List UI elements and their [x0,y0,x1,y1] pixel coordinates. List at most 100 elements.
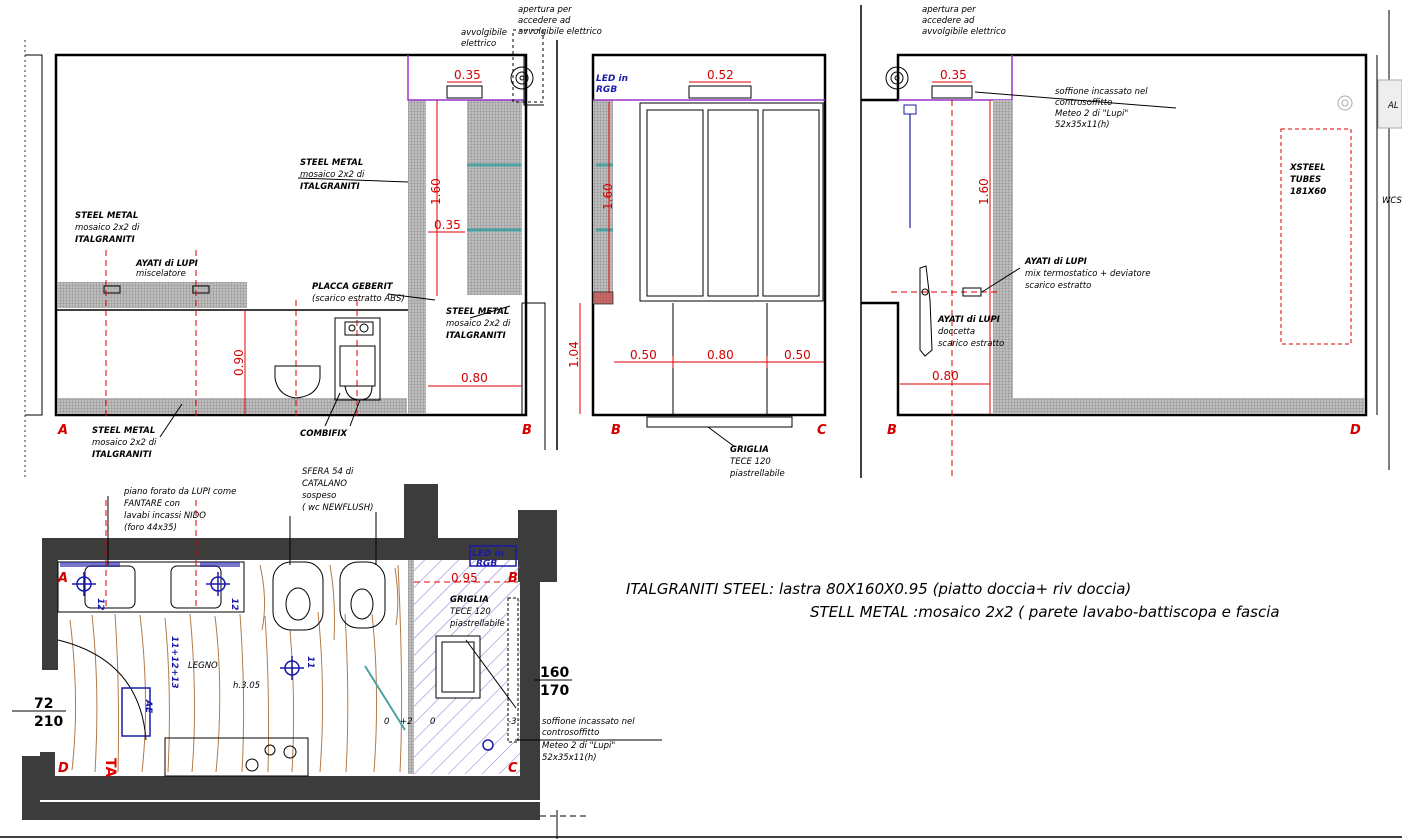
pillar-left [25,54,43,416]
dim-050-left: 0.50 [630,348,657,362]
grid-d-elev: D [1350,423,1361,438]
label-griglia-bc-3: piastrellabile [729,469,785,479]
label-steel-wall-2: mosaico 2x2 di [300,170,365,180]
label-elev-0: 0 [384,717,389,727]
dim-035-top: 0.35 [454,68,481,82]
label-steel-left-3: ITALGRANITI [75,235,135,245]
label-height: h.3.05 [233,681,260,691]
room-frame-ab [54,53,528,417]
label-sfera-4: ( wc NEWFLUSH) [302,503,373,513]
label-soffione-bd-2: controsoffitto [1055,98,1112,108]
wc-plan [272,561,324,631]
toilet-elevation [274,365,321,399]
label-ayati-doccetta-1: AYATI di LUPI [937,315,1000,325]
shower-mosaic [467,100,522,295]
wood-floor [69,564,403,773]
label-soffione-plan-4: 52x35x11(h) [542,753,597,763]
label-ayati-mix-2: mix termostatico + deviatore [1025,269,1150,279]
dim-080-bd: 0.80 [932,369,959,383]
dim-160-bc: 1.60 [601,183,615,210]
label-legno: LEGNO [188,661,218,671]
note-line-1: ITALGRANITI STEEL: lastra 80X160X0.95 (p… [626,580,1131,598]
label-combifix: COMBIFIX [300,429,348,439]
dim-095: 0.95 [451,571,478,585]
led-label-bc-2: RGB [596,85,617,95]
grid-a-plan: A [57,571,68,586]
label-ayati-2: miscelatore [136,269,186,279]
elevation-bc: LED in RGB 0.52 1.60 1.04 0.50 0.80 0.50… [567,53,827,479]
label-avvolgibile-1: avvolgibile [461,28,507,38]
led-label-plan-2: RGB [476,559,497,569]
door-width: 72 [34,696,53,712]
elevation-bd: apertura per accedere ad avvolgibile ele… [860,5,1402,480]
bidet-plan [339,561,386,629]
label-steel-shower-1: STEEL METAL [446,307,509,317]
grid-b-elev-ab: B [522,423,532,438]
label-piano-3: lavabi incassi NIDO [124,511,206,521]
grid-d-plan: D [58,761,69,776]
floor-mosaic [57,398,407,414]
edge-text-al: AL [1387,101,1399,111]
grid-b-elev-bd: B [887,423,897,438]
grid-c-plan: C [508,761,518,776]
mosaic-band [57,282,247,308]
label-ayati-doccetta-2: doccetta [938,327,975,337]
label-elev-0b: 0 [430,717,435,727]
label-xsteel-3: 181X60 [1290,187,1326,197]
label-piano-1: piano forato da LUPI come [123,487,236,497]
grid-b-plan: B [508,571,518,586]
label-steel-shower-2: mosaico 2x2 di [446,319,511,329]
label-11: 11 [305,656,315,669]
label-griglia-plan-2: TECE 120 [450,607,491,617]
label-xsteel-1: XSTEEL [1289,163,1326,173]
label-apertura-ab-3: avvolgibile elettrico [518,27,602,37]
label-codes: 11+12+13 [169,636,179,689]
dim-080-ab: 0.80 [461,371,488,385]
label-xsteel-2: TUBES [1290,175,1321,185]
cabinet [639,102,824,302]
label-soffione-plan-2: controsoffitto [542,728,599,738]
window-height: 170 [540,683,569,699]
label-apertura-bd-3: avvolgibile elettrico [922,27,1006,37]
label-steel-wall-3: ITALGRANITI [300,182,360,192]
dim-052: 0.52 [707,68,734,82]
label-piano-4: (foro 44x35) [124,523,177,533]
label-12b: 12 [229,598,239,611]
dim-080-bc: 0.80 [707,348,734,362]
label-griglia-plan-3: piastrellabile [449,619,505,629]
label-steel-floor-2: mosaico 2x2 di [92,438,157,448]
label-soffione-bd-1: soffione incassato nel [1055,87,1148,97]
label-steel-floor-3: ITALGRANITI [92,450,152,460]
label-ae: AE [143,699,153,714]
label-apertura-ab-1: apertura per [518,5,572,15]
dim-035-mid: 0.35 [434,218,461,232]
label-ayati-1: AYATI di LUPI [135,259,198,269]
label-steel-shower-3: ITALGRANITI [446,331,506,341]
label-apertura-bd-2: accedere ad [922,16,975,26]
label-elev-plus2: +2 [400,717,413,727]
grid-b-elev-bc: B [611,423,621,438]
plan-walls [40,484,557,800]
led-label-bc-1: LED in [596,74,628,84]
edge-text-wcs: WCS [1382,196,1402,206]
label-apertura-ab-2: accedere ad [518,16,571,26]
label-apertura-bd-1: apertura per [922,5,976,15]
led-label-plan-1: LED in [472,549,504,559]
label-steel-left-2: mosaico 2x2 di [75,223,140,233]
dim-050-right: 0.50 [784,348,811,362]
dim-104: 1.04 [567,341,581,368]
label-steel-floor-1: STEEL METAL [92,426,155,436]
label-sfera-1: SFERA 54 di [302,467,354,477]
label-ayati-mix-1: AYATI di LUPI [1024,257,1087,267]
dim-035-bd: 0.35 [940,68,967,82]
label-soffione-bd-4: 52x35x11(h) [1055,120,1110,130]
label-elev-minus3: -3 [508,717,516,727]
label-sfera-2: CATALANO [302,479,347,489]
label-griglia-plan-1: GRIGLIA [450,595,489,605]
label-soffione-bd-3: Meteo 2 di "Lupi" [1055,109,1128,119]
floor-plan: piano forato da LUPI come FANTARE con la… [0,467,1402,839]
window-width: 160 [540,665,569,681]
label-steel-wall-1: STEEL METAL [300,158,363,168]
grid-c-elev: C [817,423,827,438]
label-piano-2: FANTARE con [124,499,180,509]
